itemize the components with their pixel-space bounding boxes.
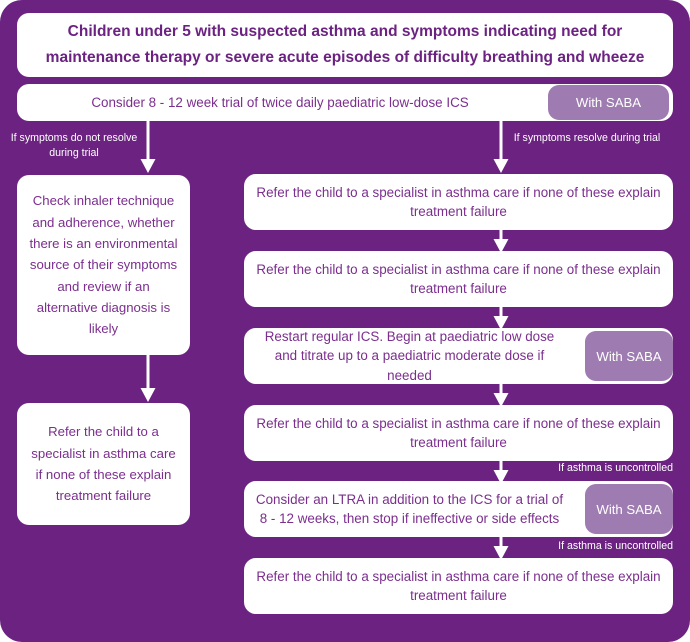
edge-label-uncontrolled-2-text: If asthma is uncontrolled [558, 540, 673, 552]
down-arrow-icon-refer3-to-ltra [493, 461, 509, 485]
down-arrow-icon-trial-to-refer1 [493, 121, 509, 174]
down-arrow-icon-refer2-to-restart [493, 307, 509, 331]
node-right-refer-2: Refer the child to a specialist in asthm… [244, 251, 673, 307]
saba-pill-ltra: With SABA [585, 484, 673, 534]
down-arrow-icon-trial-to-check [140, 121, 156, 174]
saba-pill-ltra-text: With SABA [596, 501, 662, 517]
saba-pill-restart-text: With SABA [596, 348, 662, 364]
node-right-refer-2-text: Refer the child to a specialist in asthm… [256, 261, 661, 296]
node-check-inhaler-text: Check inhaler technique and adherence, w… [29, 193, 178, 337]
saba-pill-restart: With SABA [585, 331, 673, 381]
edge-label-uncontrolled-1-text: If asthma is uncontrolled [558, 462, 673, 474]
edge-label-uncontrolled-2: If asthma is uncontrolled [513, 539, 673, 554]
saba-pill-trial: With SABA [548, 85, 669, 120]
node-right-refer-4: Refer the child to a specialist in asthm… [244, 558, 673, 614]
node-ltra-text: Consider an LTRA in addition to the ICS … [255, 491, 564, 526]
node-check-inhaler: Check inhaler technique and adherence, w… [17, 175, 190, 355]
edge-label-symptoms-not-resolve-text: If symptoms do not resolve during trial [10, 132, 138, 160]
node-right-refer-1-text: Refer the child to a specialist in asthm… [256, 184, 661, 219]
node-left-refer-text: Refer the child to a specialist in asthm… [31, 424, 176, 504]
node-right-refer-4-text: Refer the child to a specialist in asthm… [256, 568, 661, 603]
down-arrow-icon-restart-to-refer3 [493, 384, 509, 408]
node-left-refer: Refer the child to a specialist in asthm… [17, 403, 190, 525]
edge-label-symptoms-resolve-text: If symptoms resolve during trial [513, 132, 661, 144]
down-arrow-icon-refer1-to-refer2 [493, 230, 509, 254]
node-right-refer-1: Refer the child to a specialist in asthm… [244, 174, 673, 230]
node-header: Children under 5 with suspected asthma a… [17, 13, 673, 77]
down-arrow-icon-ltra-to-refer4 [493, 537, 509, 561]
node-trial-text: Consider 8 - 12 week trial of twice dail… [91, 94, 469, 110]
edge-label-uncontrolled-1: If asthma is uncontrolled [513, 461, 673, 476]
node-restart-ics-text: Restart regular ICS. Begin at paediatric… [264, 328, 555, 383]
saba-pill-trial-text: With SABA [575, 95, 642, 110]
down-arrow-icon-check-to-left-refer [140, 355, 156, 403]
node-right-refer-3-text: Refer the child to a specialist in asthm… [256, 415, 661, 450]
node-right-refer-3: Refer the child to a specialist in asthm… [244, 405, 673, 461]
edge-label-symptoms-resolve: If symptoms resolve during trial [513, 131, 661, 146]
edge-label-symptoms-not-resolve: If symptoms do not resolve during trial [10, 131, 138, 161]
node-header-text: Children under 5 with suspected asthma a… [45, 22, 645, 66]
